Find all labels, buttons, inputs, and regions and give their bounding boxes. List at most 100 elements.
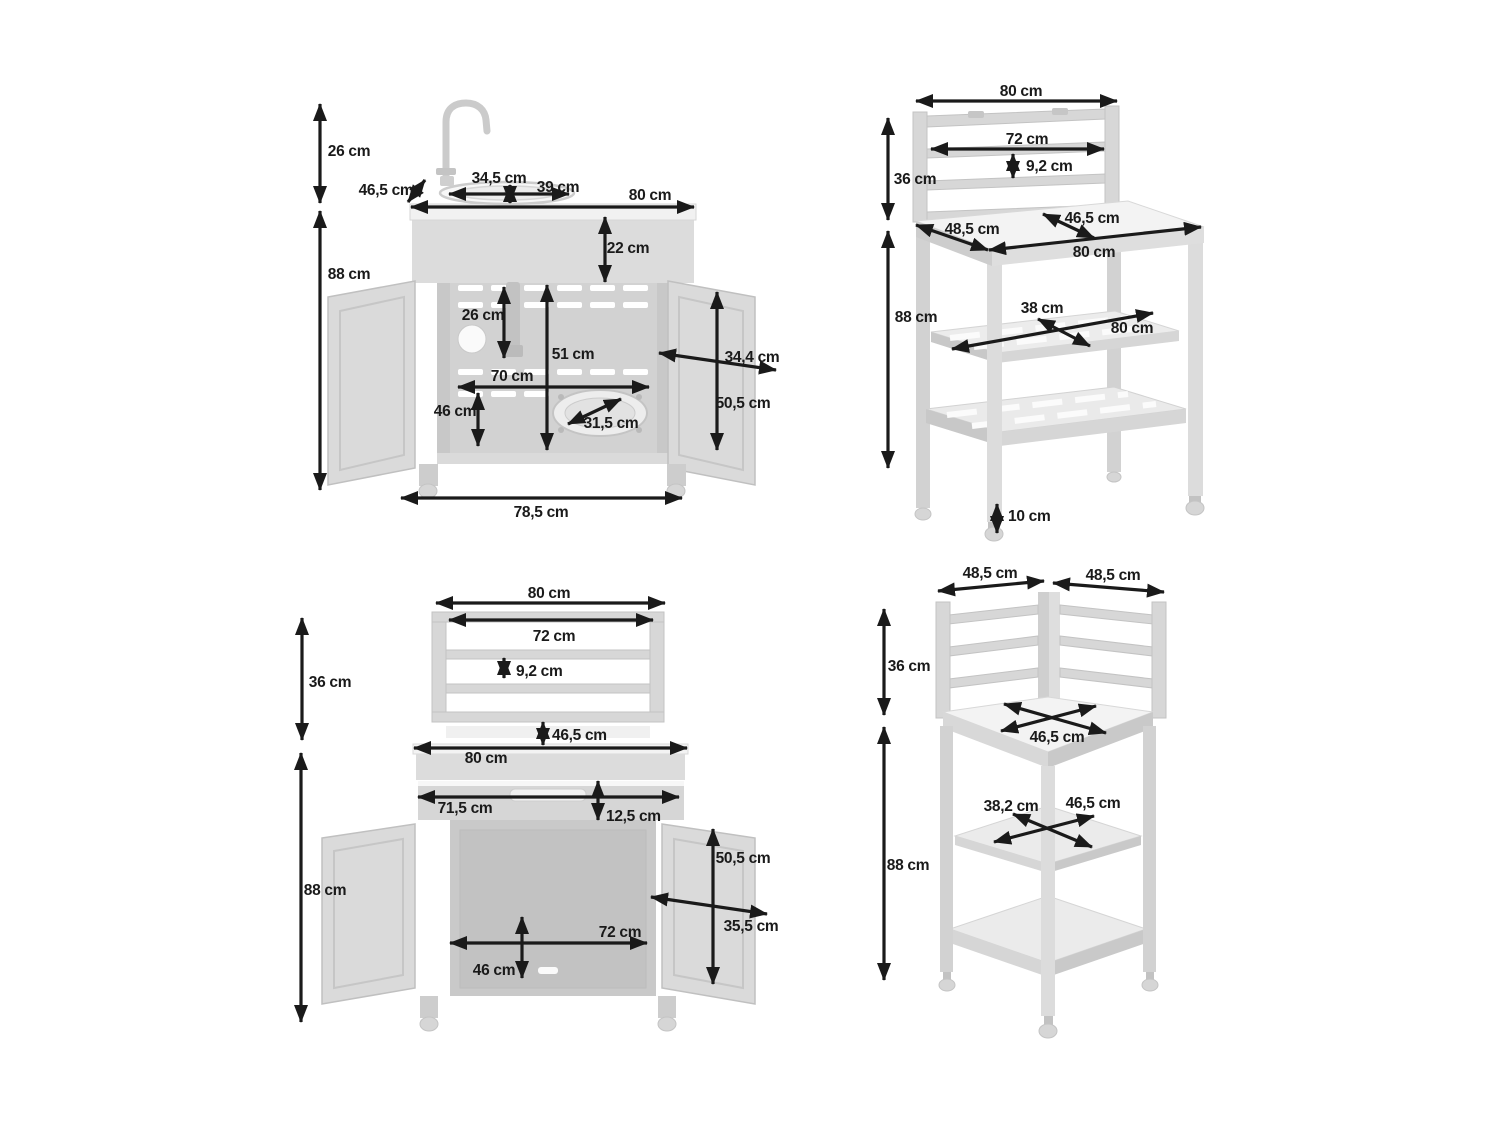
- front-right-leg: [1188, 240, 1203, 496]
- right-leg: [1143, 726, 1156, 972]
- corner-back-post: [1038, 592, 1060, 704]
- dimension-label: 9,2 cm: [516, 663, 562, 680]
- dimension-label: 48,5 cm: [963, 565, 1018, 582]
- drain-pipe: [506, 282, 520, 352]
- drain-coupling: [503, 345, 523, 357]
- dimension-label: 35,5 cm: [724, 918, 779, 935]
- dimension-label: 38 cm: [1021, 300, 1063, 317]
- figure-corner-unit: 48,5 cm 48,5 cm 36 cm 46,5 cm 88 cm 38,2…: [877, 565, 1167, 1039]
- dimension-label: 50,5 cm: [716, 395, 771, 412]
- dimension-label: 36 cm: [894, 171, 936, 188]
- dimension-label: 10 cm: [1008, 508, 1050, 525]
- dimension-arrow: [993, 813, 1095, 845]
- adjustable-feet: [914, 471, 1205, 542]
- dimension-label: 88 cm: [895, 309, 937, 326]
- dimension-label: 39 cm: [537, 179, 579, 196]
- cabinet-floor: [437, 453, 670, 464]
- dimension-labels: 48,5 cm 48,5 cm 36 cm 46,5 cm 88 cm 38,2…: [887, 565, 1141, 874]
- legs-and-feet: [418, 464, 686, 499]
- dimension-label: 48,5 cm: [1086, 567, 1141, 584]
- dimension-label: 72 cm: [533, 628, 575, 645]
- dimension-label: 46 cm: [434, 403, 476, 420]
- left-leg: [940, 726, 953, 972]
- dimension-arrow: [915, 223, 989, 252]
- dimension-arrow: [951, 309, 1154, 353]
- figure-shelf-table: 80 cm 72 cm 9,2 cm 36 cm 48,5 cm 46,5 cm…: [881, 83, 1205, 542]
- dimension-label: 38,2 cm: [984, 798, 1039, 815]
- dimension-label: 88 cm: [328, 266, 370, 283]
- dimension-label: 26 cm: [462, 307, 504, 324]
- drawer-gap: [418, 781, 684, 786]
- dimension-label: 80 cm: [1000, 83, 1042, 100]
- dimension-arrows: [881, 94, 1202, 534]
- front-leg: [1041, 766, 1055, 1016]
- dimension-label: 46,5 cm: [552, 727, 607, 744]
- dimension-arrow: [1000, 703, 1097, 734]
- dimension-label: 46 cm: [473, 962, 515, 979]
- adjustable-feet: [938, 972, 1159, 1039]
- dimension-arrows: [313, 103, 777, 505]
- dimension-label: 48,5 cm: [945, 221, 1000, 238]
- dimension-arrow: [988, 221, 1202, 256]
- right-door-open: [667, 280, 756, 486]
- dimension-arrow: [406, 179, 427, 203]
- dimension-arrows: [294, 596, 768, 1023]
- bottom-shelf: [925, 386, 1187, 446]
- dimension-arrow: [937, 575, 1045, 597]
- dimension-labels: 26 cm 46,5 cm 34,5 cm 39 cm 80 cm 22 cm …: [328, 143, 780, 521]
- dimension-label: 31,5 cm: [584, 415, 639, 432]
- dimension-label: 50,5 cm: [716, 850, 771, 867]
- dimension-label: 88 cm: [887, 857, 929, 874]
- dimension-label: 72 cm: [599, 924, 641, 941]
- dimension-arrow: [1052, 577, 1165, 598]
- dimension-label: 46,5 cm: [359, 182, 414, 199]
- dimension-label: 46,5 cm: [1065, 210, 1120, 227]
- sink-cabinet-artwork: [327, 99, 756, 499]
- dimension-label: 22 cm: [607, 240, 649, 257]
- dimension-label: 80 cm: [465, 750, 507, 767]
- dimension-label: 72 cm: [1006, 131, 1048, 148]
- upper-front-band: [412, 220, 694, 283]
- dimension-label: 26 cm: [328, 143, 370, 160]
- dimension-labels: 80 cm 72 cm 9,2 cm 36 cm 48,5 cm 46,5 cm…: [894, 83, 1154, 525]
- dimension-arrow: [567, 397, 622, 426]
- dimension-label: 71,5 cm: [438, 800, 493, 817]
- dimension-label: 88 cm: [304, 882, 346, 899]
- top-band: [416, 754, 685, 780]
- right-backrest-wing: [1059, 601, 1167, 719]
- dimension-label: 46,5 cm: [1066, 795, 1121, 812]
- back-left-leg: [916, 222, 930, 508]
- corner-unit-artwork: [935, 592, 1167, 1039]
- dimension-labels: 80 cm 72 cm 9,2 cm 36 cm 46,5 cm 80 cm 7…: [304, 585, 779, 979]
- dimension-label: 46,5 cm: [1030, 729, 1085, 746]
- dimension-label: 36 cm: [309, 674, 351, 691]
- dimension-label: 9,2 cm: [1026, 158, 1072, 175]
- legs-and-feet: [419, 996, 677, 1032]
- figure-sink-cabinet: 26 cm 46,5 cm 34,5 cm 39 cm 80 cm 22 cm …: [313, 99, 780, 521]
- dimension-label: 12,5 cm: [606, 808, 661, 825]
- dimension-label: 36 cm: [888, 658, 930, 675]
- cabinet-interior: [450, 820, 656, 996]
- left-side-wall: [437, 283, 450, 464]
- drawer-handle: [509, 788, 587, 802]
- front-left-leg: [987, 262, 1002, 522]
- dimension-label: 34,5 cm: [472, 170, 527, 187]
- dimension-label: 78,5 cm: [514, 504, 569, 521]
- middle-shelf: [930, 310, 1180, 363]
- left-door-open: [321, 823, 416, 1005]
- dimension-label: 80 cm: [629, 187, 671, 204]
- left-door-open: [327, 280, 416, 486]
- figure-backsplash-cabinet: 80 cm 72 cm 9,2 cm 36 cm 46,5 cm 80 cm 7…: [294, 585, 779, 1032]
- faucet-icon: [436, 99, 491, 186]
- left-backrest-wing: [935, 601, 1039, 719]
- dimension-arrow: [650, 892, 768, 919]
- dimension-label: 51 cm: [552, 346, 594, 363]
- dimension-arrows: [877, 575, 1165, 981]
- dimension-label: 34,4 cm: [725, 349, 780, 366]
- dimension-label: 80 cm: [1111, 320, 1153, 337]
- cable-hole: [457, 324, 487, 354]
- dimension-label: 80 cm: [528, 585, 570, 602]
- dimension-label: 70 cm: [491, 368, 533, 385]
